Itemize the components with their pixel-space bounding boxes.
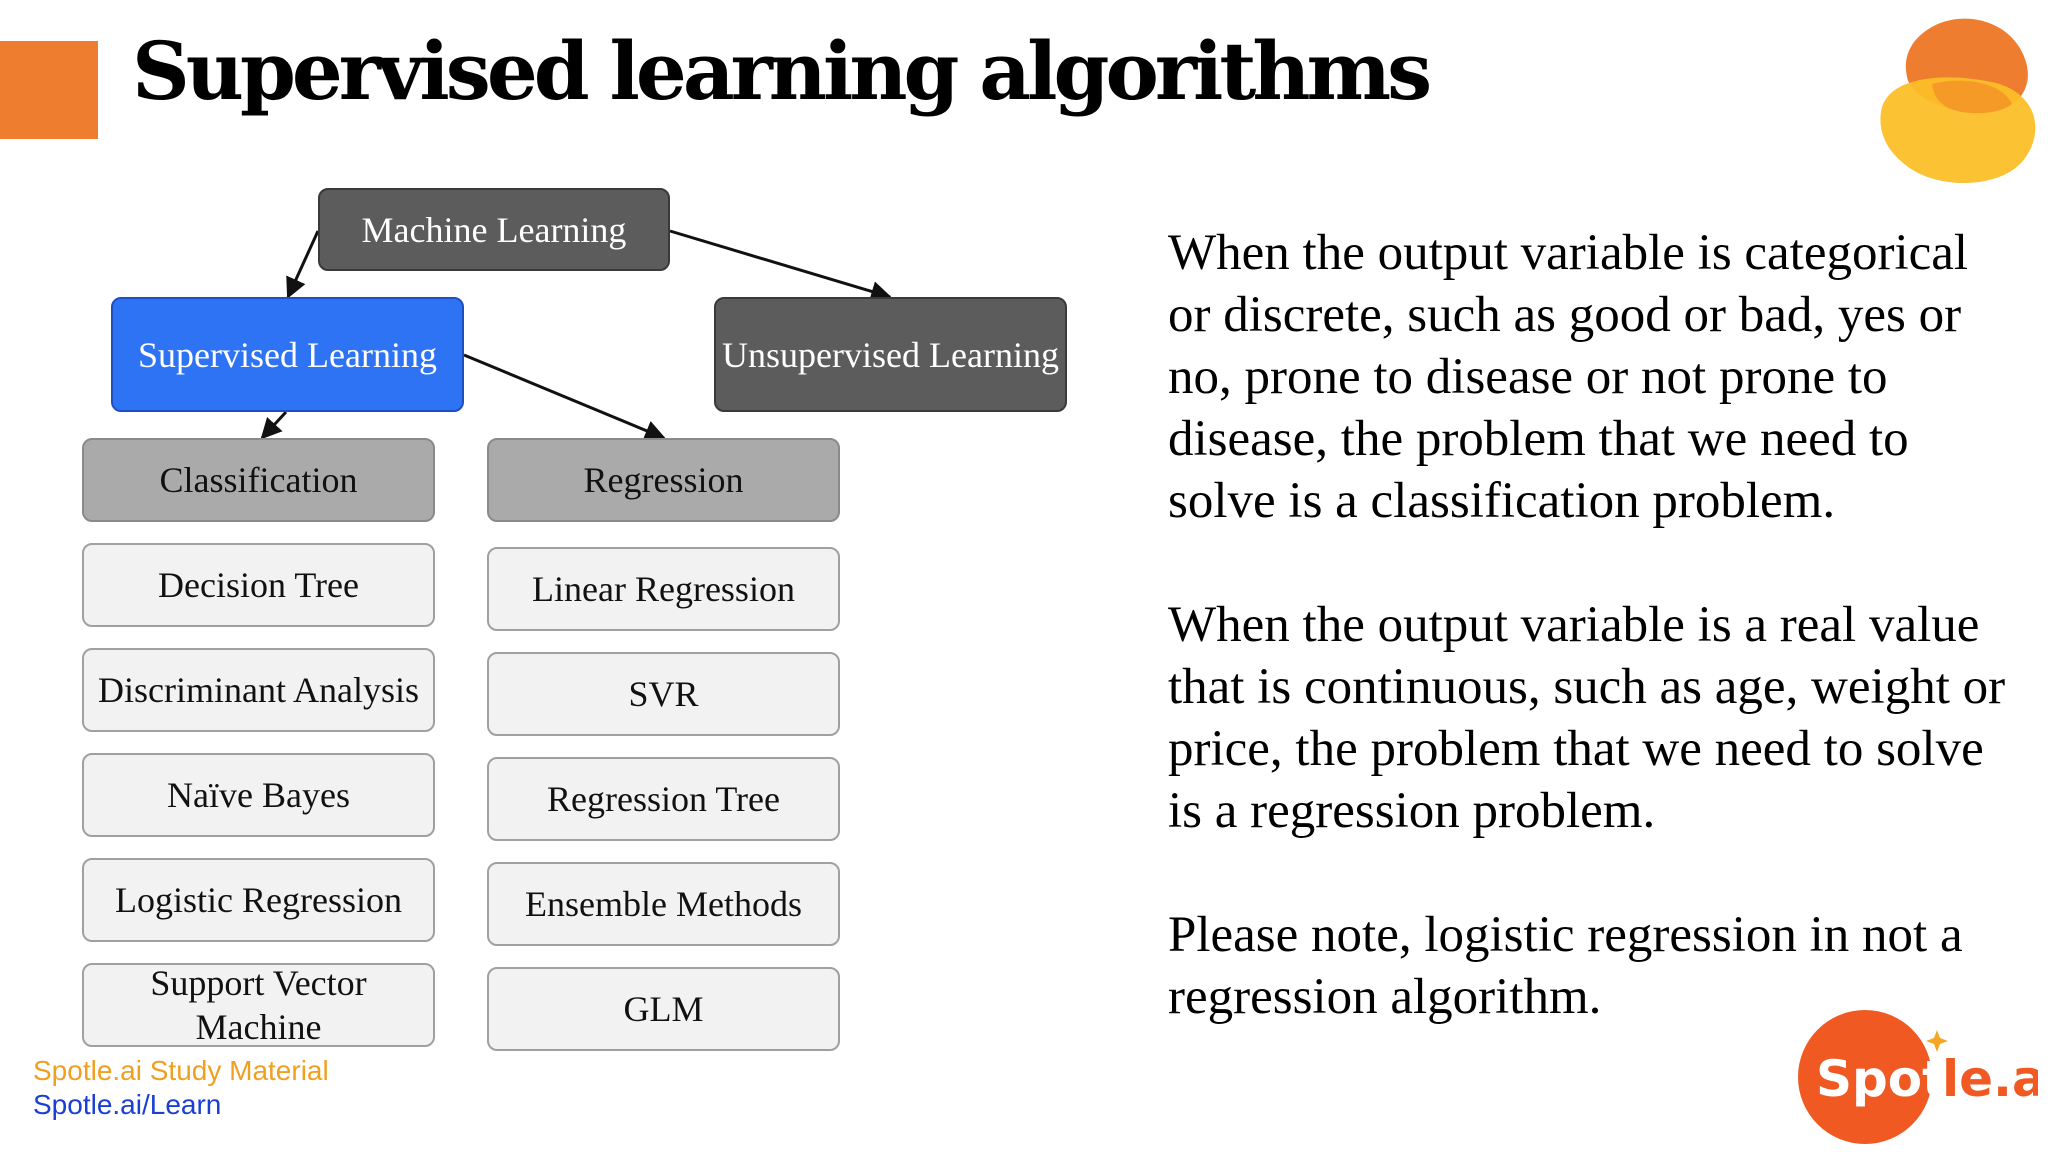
node-supervised-learning: Supervised Learning bbox=[111, 297, 464, 412]
description-text: When the output variable is categorical … bbox=[1168, 222, 2018, 1090]
node-svr: SVR bbox=[487, 652, 840, 736]
edge-supervised-regression bbox=[463, 353, 666, 441]
footer-learn-link[interactable]: Spotle.ai/Learn bbox=[33, 1089, 222, 1120]
node-logistic-regression: Logistic Regression bbox=[82, 858, 435, 942]
node-naive-bayes: Naïve Bayes bbox=[82, 753, 435, 837]
sparkle-icon bbox=[1926, 1030, 1948, 1052]
node-unsupervised-learning: Unsupervised Learning bbox=[714, 297, 1067, 412]
node-regression-tree: Regression Tree bbox=[487, 757, 840, 841]
node-support-vector-machine: Support Vector Machine bbox=[82, 963, 435, 1047]
description-paragraph-regression: When the output variable is a real value… bbox=[1168, 597, 2006, 839]
logo-text-right: le.ai bbox=[1942, 1050, 2038, 1108]
node-machine-learning: Machine Learning bbox=[318, 188, 670, 271]
node-classification: Classification bbox=[82, 438, 435, 522]
description-paragraph-classification: When the output variable is categorical … bbox=[1168, 225, 1969, 529]
logo-text-left: Spot bbox=[1816, 1050, 1946, 1108]
edge-supervised-classification bbox=[260, 410, 288, 440]
decorative-blob-icon bbox=[1880, 18, 2036, 183]
accent-bar bbox=[0, 41, 98, 139]
spotle-logo: Spot le.ai bbox=[1798, 1010, 2038, 1144]
node-ensemble-methods: Ensemble Methods bbox=[487, 862, 840, 946]
node-glm: GLM bbox=[487, 967, 840, 1051]
edge-root-unsupervised bbox=[669, 229, 893, 302]
node-linear-regression: Linear Regression bbox=[487, 547, 840, 631]
node-decision-tree: Decision Tree bbox=[82, 543, 435, 627]
node-regression: Regression bbox=[487, 438, 840, 522]
footer-study-material: Spotle.ai Study Material bbox=[33, 1055, 329, 1086]
page-title: Supervised learning algorithms bbox=[132, 24, 1432, 118]
node-discriminant-analysis: Discriminant Analysis bbox=[82, 648, 435, 732]
edge-root-supervised bbox=[286, 230, 320, 299]
description-paragraph-note: Please note, logistic regression in not … bbox=[1168, 907, 1963, 1025]
